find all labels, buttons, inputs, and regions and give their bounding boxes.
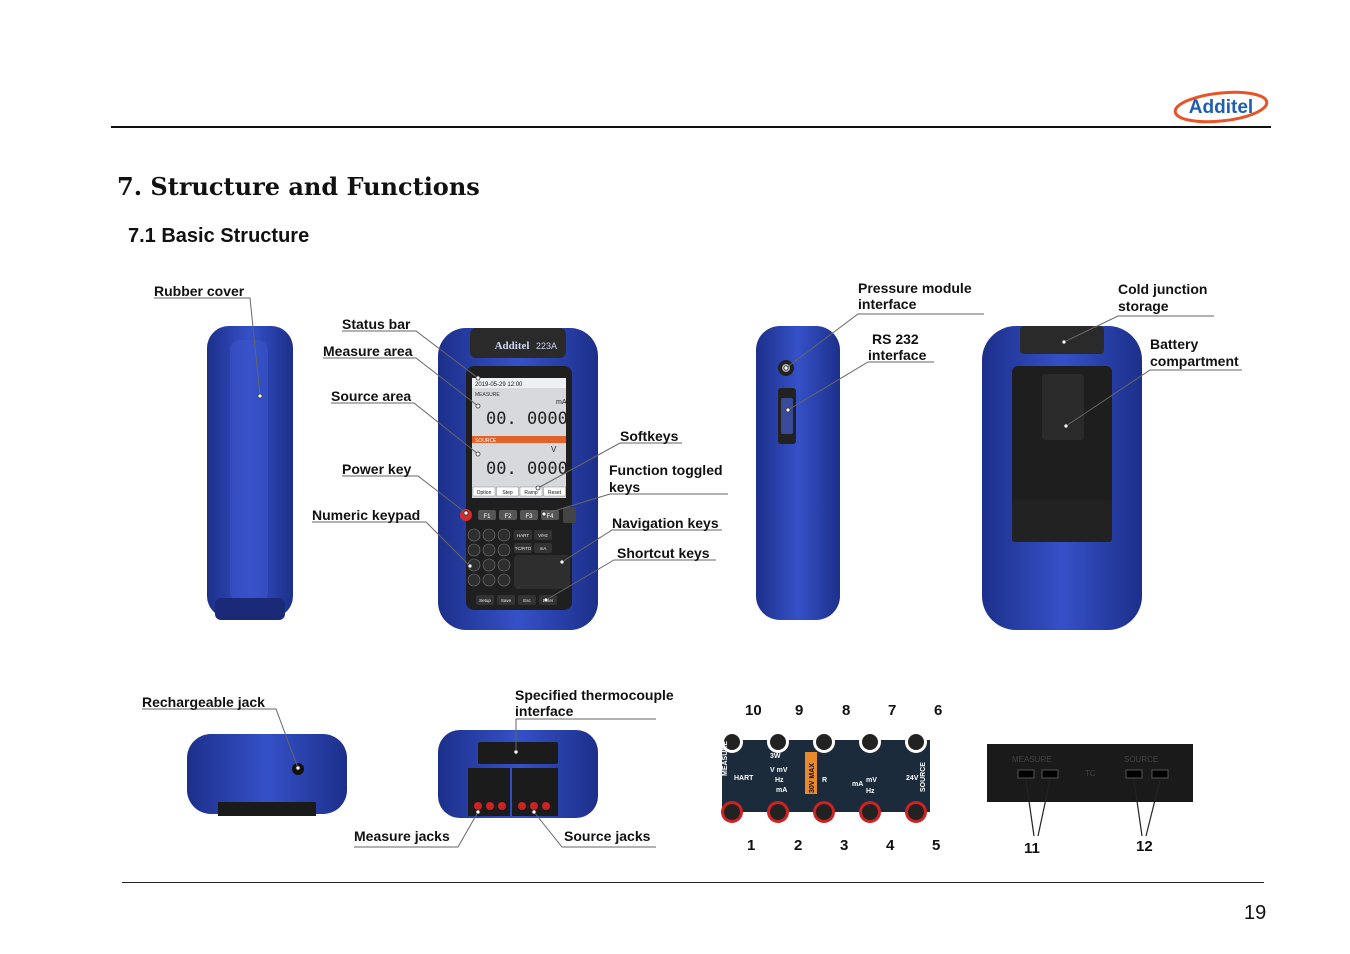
jack-warning: 30V MAX xyxy=(809,763,816,793)
callout-pressure-module-1: Pressure module xyxy=(858,280,972,296)
callout-rs232-2: interface xyxy=(868,347,927,363)
jack-label: 3W xyxy=(770,753,781,760)
side-view-device xyxy=(207,326,293,620)
section-subtitle: 7.1 Basic Structure xyxy=(128,225,310,247)
jack-label: 24V xyxy=(906,775,919,782)
jack-number-6: 6 xyxy=(934,702,943,719)
page-number: 19 xyxy=(1244,902,1267,924)
softkey-label: Step xyxy=(502,490,513,496)
footer-rule xyxy=(122,882,1264,883)
top-view-device xyxy=(438,730,598,818)
tc-source: SOURCE xyxy=(1124,755,1158,764)
jack-label: mV xyxy=(866,777,877,784)
callout-cold-junction-1: Cold junction xyxy=(1118,281,1208,297)
callout-source-area: Source area xyxy=(331,388,412,404)
bottom-view-device xyxy=(187,734,347,816)
func-key-label: V/Hz xyxy=(538,533,549,538)
softkey-label: Reset xyxy=(548,490,562,496)
callout-rubber-cover: Rubber cover xyxy=(154,283,245,299)
jack-number-7: 7 xyxy=(888,702,897,719)
screen-measure-unit: mA xyxy=(556,399,567,406)
callout-function-toggled-1: Function toggled xyxy=(609,462,723,478)
callout-rechargeable-jack: Rechargeable jack xyxy=(142,694,265,710)
callout-pressure-module-2: interface xyxy=(858,296,917,312)
f-key-label: F2 xyxy=(504,514,512,520)
numeric-keypad xyxy=(467,528,511,587)
jack-number-4: 4 xyxy=(886,837,895,854)
jack-label: HART xyxy=(734,775,754,782)
logo-text: Additel xyxy=(1189,97,1253,118)
jack-label: V mV xyxy=(770,767,788,774)
jack-label: mA xyxy=(852,781,863,788)
tc-number-12: 12 xyxy=(1136,838,1153,855)
callout-numeric-keypad: Numeric keypad xyxy=(312,507,421,523)
screen-measure-label: MEASURE xyxy=(475,392,500,398)
jack-number-1: 1 xyxy=(747,837,756,854)
jack-number-5: 5 xyxy=(932,837,941,854)
func-key-label: TC/RTD xyxy=(515,546,532,551)
jack-source-side: SOURCE xyxy=(920,762,927,792)
bottom-key-label: Setup xyxy=(479,598,491,603)
jack-label: Hz xyxy=(866,788,875,795)
jack-number-3: 3 xyxy=(840,837,849,854)
callout-function-toggled-2: keys xyxy=(609,479,641,495)
callout-softkeys: Softkeys xyxy=(620,428,679,444)
callout-thermocouple-1: Specified thermocouple xyxy=(515,687,674,703)
callout-measure-area: Measure area xyxy=(323,343,413,359)
tc-number-11: 11 xyxy=(1024,840,1040,857)
func-key-label: mA xyxy=(540,546,547,551)
callout-thermocouple-2: interface xyxy=(515,703,574,719)
tc-label: TC xyxy=(1085,769,1096,778)
callout-power-key: Power key xyxy=(342,461,412,477)
f-key-label: F3 xyxy=(525,514,533,520)
softkey-label: Ramp xyxy=(524,490,538,496)
leader-lines xyxy=(142,297,1242,848)
additel-logo: Additel xyxy=(1172,89,1270,125)
f-key-label: F1 xyxy=(483,514,491,520)
jack-number-10: 10 xyxy=(745,702,762,719)
f-key-label: F4 xyxy=(546,514,554,520)
func-key-label: HART xyxy=(517,533,529,538)
jack-label: mA xyxy=(776,787,787,794)
device-brand: Additel xyxy=(495,340,530,352)
tc-measure: MEASURE xyxy=(1012,755,1052,764)
device-model: 223A xyxy=(536,341,557,351)
screen-source-unit: V xyxy=(551,445,557,454)
callout-source-jacks: Source jacks xyxy=(564,828,651,844)
softkey-label: Option xyxy=(477,490,492,496)
back-device xyxy=(982,326,1142,630)
screen-softkeys: Option Step Ramp Reset xyxy=(472,486,566,497)
callout-rs232-1: RS 232 xyxy=(872,331,919,347)
callout-measure-jacks: Measure jacks xyxy=(354,828,450,844)
header-rule xyxy=(111,126,1271,128)
screen-source-label: SOURCE xyxy=(475,438,497,444)
navigation-pad xyxy=(514,555,570,589)
jack-label: Hz xyxy=(775,777,784,784)
screen-status-bar: 2019-05-29 12:00 xyxy=(475,382,523,388)
callout-status-bar: Status bar xyxy=(342,316,411,332)
jack-measure-side: MEASURE xyxy=(722,741,729,776)
jack-number-9: 9 xyxy=(795,702,804,719)
callout-battery-2: compartment xyxy=(1150,353,1239,369)
tc-panel: MEASURE SOURCE TC xyxy=(987,744,1193,837)
front-device: Additel 223A 2019-05-29 12:00 MEASURE mA… xyxy=(438,328,598,630)
jack-label: R xyxy=(822,777,827,784)
callout-battery-1: Battery xyxy=(1150,336,1199,352)
bottom-key-label: Esc xyxy=(523,598,531,603)
screen-source-value: 00. 0000 xyxy=(486,459,568,479)
callout-cold-junction-2: storage xyxy=(1118,298,1169,314)
bottom-key-label: Save xyxy=(501,598,512,603)
jack-number-2: 2 xyxy=(794,837,803,854)
jack-number-8: 8 xyxy=(842,702,851,719)
screen-measure-value: 00. 0000 xyxy=(486,409,568,429)
right-side-device xyxy=(756,326,840,620)
section-title: 7. Structure and Functions xyxy=(117,172,480,201)
callout-shortcut-keys: Shortcut keys xyxy=(617,545,710,561)
callout-navigation-keys: Navigation keys xyxy=(612,515,719,531)
